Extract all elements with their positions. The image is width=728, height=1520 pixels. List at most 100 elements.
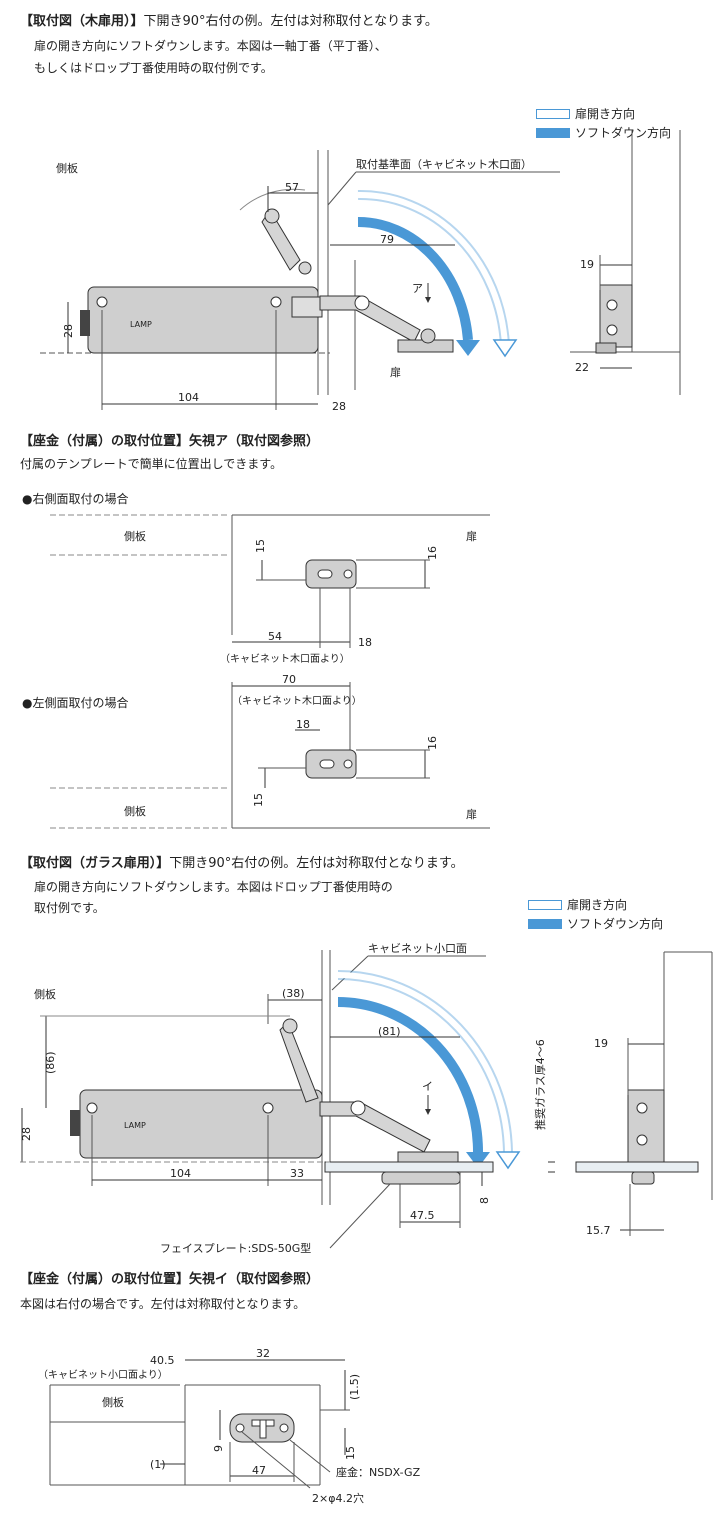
soft-down-arrow (357, 216, 473, 341)
damper-cap-g (70, 1110, 80, 1136)
washer-position-glass-diagram: 40.5 （キャビネット小口面より） 32 側板 9 (1.5) 15 (1) … (38, 1347, 421, 1505)
damper-body (87, 286, 319, 354)
section4-title: 【座金（付属）の取付位置】矢視イ（取付図参照） (20, 1270, 319, 1290)
dim-15-w: 15 (344, 1446, 357, 1460)
dim-15-r: 15 (254, 539, 267, 553)
from-edge-r: （キャビネット木口面より） (220, 653, 350, 665)
screw-icon (262, 1102, 274, 1114)
dim-28-vertical: 28 (62, 324, 75, 338)
door-label-r: 扉 (466, 530, 477, 543)
linkage-arm (261, 209, 301, 271)
dim-54: 54 (268, 630, 282, 643)
screw-icon (86, 1102, 98, 1114)
dim-32: 32 (256, 1347, 270, 1360)
section1-title: 【取付図（木扉用）】 (20, 14, 144, 29)
soft-down-arrow-g (337, 997, 483, 1153)
door-arm-g (319, 1101, 431, 1153)
dim-19-side: 19 (580, 258, 594, 271)
dim-47-5: 47.5 (410, 1209, 435, 1222)
legend-open-swatch (536, 108, 570, 119)
glass-door-mounting-diagram: 側板 キャビネット小口面 LAMP イ (38) (81) (86) 28 10… (20, 942, 713, 1255)
legend-open-3: 扉開き方向 (528, 896, 627, 913)
dim-15-7: 15.7 (586, 1224, 611, 1237)
dim-47: 47 (252, 1464, 266, 1477)
door-arm (319, 295, 421, 343)
wood-door-mounting-diagram: LAMP ア 側板 取付基準面（キャビネット木口面） 扉 57 79 28 10… (40, 130, 681, 413)
dim-57: 57 (285, 181, 299, 194)
svg-text:LAMP: LAMP (130, 320, 152, 329)
section1-line-3: もしくはドロップ丁番使用時の取付例です。 (34, 61, 273, 75)
dim-19-g: 19 (594, 1037, 608, 1050)
legend-soft-label-3: ソフトダウン方向 (567, 917, 664, 931)
ref-face-label-g: キャビネット小口面 (368, 942, 467, 955)
legend-soft-swatch (536, 127, 570, 138)
damper-body-g (79, 1089, 323, 1159)
from-edge-l: （キャビネット木口面より） (232, 695, 362, 707)
arrow-a-label: ア (412, 282, 423, 295)
washer-label: 座金：NSDX-GZ (336, 1465, 421, 1479)
dim-79: 79 (380, 233, 394, 246)
section3-title: 【取付図（ガラス扉用）】 (20, 856, 170, 871)
dim-28-horizontal: 28 (332, 400, 346, 413)
section3-line-1: 下開き90°右付の例。左付は対称取付となります。 (169, 856, 464, 871)
door-label: 扉 (390, 366, 401, 379)
screw-icon (270, 296, 282, 308)
face-plate-label: フェイスプレート:SDS-50G型 (160, 1241, 311, 1255)
washer-position-wood-diagram: 側板 扉 15 16 54 18 （キャビネット木口面より） 70 （キャビネッ… (50, 514, 490, 829)
legend-soft-swatch-3 (528, 918, 562, 929)
dim-1-5: (1.5) (348, 1374, 361, 1400)
holes-label: 2×φ4.2穴 (312, 1491, 364, 1505)
dim-28-g: 28 (20, 1127, 33, 1141)
svg-text:LAMP: LAMP (124, 1121, 146, 1130)
section2-title: 【座金（付属）の取付位置】矢視ア（取付図参照） (20, 432, 319, 452)
legend-open-label-3: 扉開き方向 (567, 898, 628, 912)
legend-soft-3: ソフトダウン方向 (528, 915, 663, 932)
dim-38: (38) (282, 987, 305, 1000)
dim-70: 70 (282, 673, 296, 686)
hole-icon (279, 1423, 289, 1433)
side-panel-label-l: 側板 (124, 804, 146, 818)
left-case-label: ●左側面取付の場合 (22, 696, 129, 710)
hole-icon (235, 1423, 245, 1433)
ref-face-label: 取付基準面（キャビネット木口面） (356, 157, 532, 171)
dim-18-l: 18 (296, 718, 310, 731)
dim-81: (81) (378, 1025, 401, 1038)
damper-cap (80, 310, 90, 336)
from-edge-g: （キャビネット小口面より） (38, 1369, 168, 1381)
section2-title-text: 【座金（付属）の取付位置】矢視ア（取付図参照） (20, 434, 320, 449)
glass-thickness-note: 推奨ガラス厚4～6 (533, 1039, 547, 1130)
dim-16-r: 16 (426, 546, 439, 560)
right-case-label: ●右側面取付の場合 (22, 492, 129, 506)
dim-1: (1) (150, 1458, 166, 1471)
legend-soft-1: ソフトダウン方向 (536, 124, 671, 141)
glass-door (324, 1161, 494, 1173)
dim-86: (86) (44, 1051, 57, 1074)
side-panel-label-w: 側板 (102, 1395, 124, 1409)
door-label-l: 扉 (466, 808, 477, 821)
section2-desc: 付属のテンプレートで簡単に位置出しできます。 (20, 457, 283, 471)
dim-8: 8 (478, 1197, 491, 1204)
section1-line-1: 下開き90°右付の例。左付は対称取付となります。 (143, 14, 438, 29)
legend-soft-label: ソフトダウン方向 (575, 126, 672, 140)
section3-title-line: 【取付図（ガラス扉用）】下開き90°右付の例。左付は対称取付となります。 (20, 854, 464, 874)
section3-line-3: 取付例です。 (34, 901, 105, 915)
dim-40-5: 40.5 (150, 1354, 175, 1367)
dim-22-side: 22 (575, 361, 589, 374)
side-panel-label-g: 側板 (34, 987, 56, 1001)
section4-desc: 本図は右付の場合です。左付は対称取付となります。 (20, 1297, 306, 1311)
section1-title-line: 【取付図（木扉用）】下開き90°右付の例。左付は対称取付となります。 (20, 12, 438, 32)
dim-16-l: 16 (426, 736, 439, 750)
dim-104-g: 104 (170, 1167, 191, 1180)
arrow-i-label: イ (422, 1080, 433, 1093)
dim-15-l: 15 (252, 793, 265, 807)
dim-104: 104 (178, 391, 199, 404)
legend-open-label: 扉開き方向 (575, 107, 636, 121)
side-panel-label: 側板 (56, 161, 78, 175)
section1-line-2: 扉の開き方向にソフトダウンします。本図は一軸丁番（平丁番）、 (34, 39, 387, 53)
dim-9: 9 (212, 1445, 225, 1452)
legend-open-swatch-3 (528, 899, 562, 910)
legend-open-1: 扉開き方向 (536, 105, 635, 122)
dim-18-r: 18 (358, 636, 372, 649)
screw-icon (96, 296, 108, 308)
face-plate (381, 1171, 461, 1185)
